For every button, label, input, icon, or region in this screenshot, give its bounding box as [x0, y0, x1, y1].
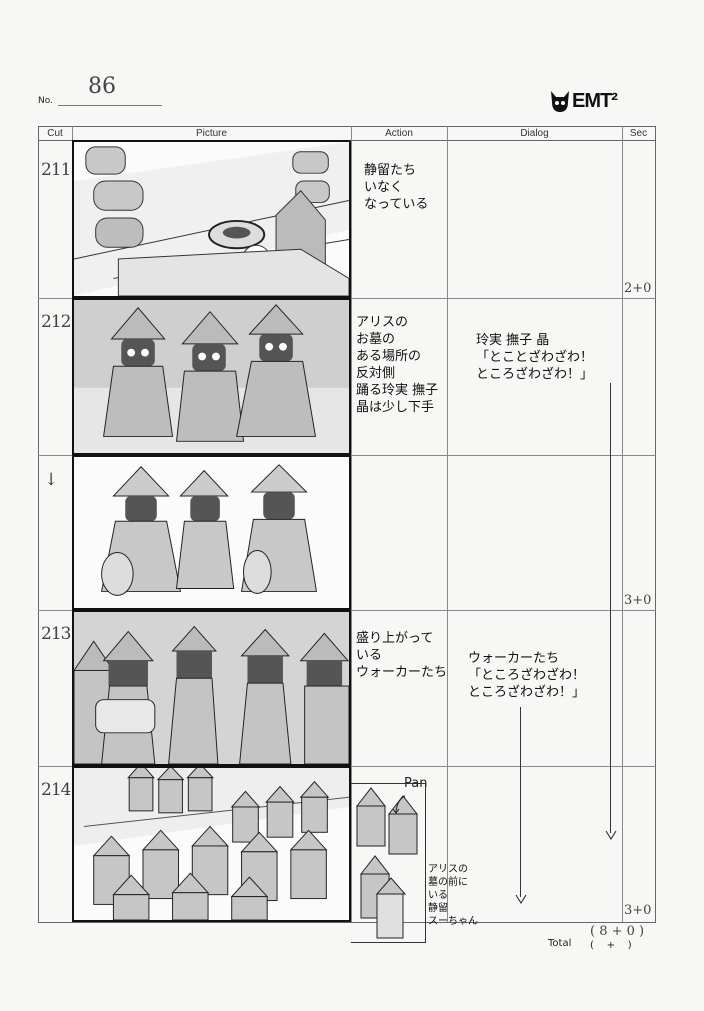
picture-frame-214 [72, 766, 351, 922]
cut-number: 211 [41, 160, 71, 180]
col-header-cut: Cut [47, 128, 63, 139]
col-header-sec: Sec [629, 128, 648, 139]
pan-arrow-icon [392, 794, 407, 814]
table-left [38, 126, 39, 923]
pan-extension-sketch [351, 783, 426, 943]
col-divider-action [447, 126, 448, 923]
dialog-text: ウォーカーたち 「ところざわざわ！ ところざわざわ！」 [468, 651, 586, 700]
dialog-timing-line [520, 707, 521, 897]
picture-frame-212b [72, 455, 351, 610]
action-text: 盛り上がって いる ウォーカーたち [356, 631, 448, 680]
col-header-action: Action [385, 128, 413, 139]
picture-frame-213 [72, 610, 351, 766]
logo-text: EMT² [572, 89, 618, 112]
emt-logo: EMT² [548, 88, 618, 114]
action-text: アリスの お墓の ある場所の 反対側 踊る玲実 撫子 晶は少し下手 [356, 315, 439, 415]
col-divider-dialog [622, 126, 623, 923]
picture-frame-212 [72, 298, 351, 455]
page-number-underline [58, 105, 162, 106]
col-divider-cut [72, 126, 73, 140]
total-line-1: ( 8 + 0 ) [590, 924, 645, 939]
cat-logo-icon [551, 91, 569, 112]
sec-value: 3+0 [624, 903, 652, 918]
dialog-timing-line [610, 383, 611, 833]
cut-number: 213 [41, 624, 71, 644]
pan-note: アリスの 墓の前に いる 静留 スーちゃん [428, 864, 478, 927]
pan-label: Pan [404, 776, 428, 791]
no-label: No. [38, 96, 53, 106]
table-bottom [38, 922, 656, 923]
col-header-picture: Picture [195, 128, 228, 139]
col-divider-picture [351, 126, 352, 923]
dialog-text: 玲実 撫子 晶 「とことざわざわ！ ところざわざわ！」 [476, 333, 594, 382]
table-right [655, 126, 656, 923]
total-line-2: ( + ) [590, 940, 632, 951]
table-top [38, 126, 656, 127]
dialog-timing-arrowhead-icon [514, 890, 528, 904]
sec-value: 3+0 [624, 593, 652, 608]
cut-number: 214 [41, 780, 71, 800]
picture-frame-211 [72, 140, 351, 298]
sec-value: 2+0 [624, 281, 652, 296]
cut-number: ↓ [44, 470, 58, 490]
page-number: 86 [88, 74, 116, 99]
col-header-dialog: Dialog [520, 128, 549, 139]
action-text: 静留たち いなく なっている [364, 163, 429, 212]
cut-number: 212 [41, 312, 71, 332]
total-label: Total [548, 938, 572, 949]
dialog-timing-arrowhead-icon [604, 826, 618, 840]
